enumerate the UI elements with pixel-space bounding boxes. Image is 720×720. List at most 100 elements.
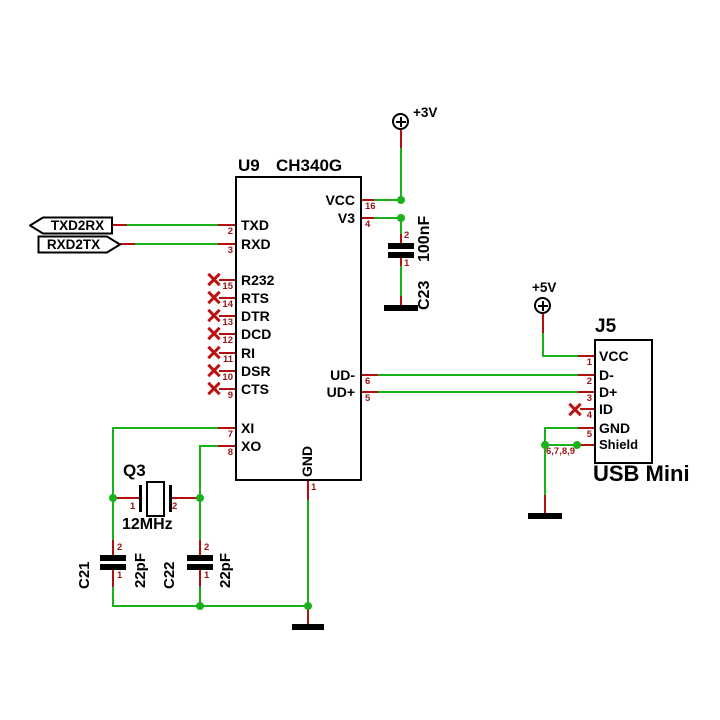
wire bbox=[378, 391, 578, 393]
wire bbox=[374, 199, 401, 201]
pin-number: 2 bbox=[404, 230, 410, 241]
pin-number: 1 bbox=[586, 357, 592, 368]
wire bbox=[307, 499, 309, 606]
usb-j5-refdes: J5 bbox=[595, 316, 617, 337]
cap-refdes: C22 bbox=[161, 561, 178, 589]
junction-dot bbox=[196, 602, 204, 610]
pin-label: XO bbox=[241, 438, 262, 454]
pin-number: 9 bbox=[227, 390, 233, 401]
cap-plate bbox=[388, 252, 414, 258]
no-connect-x-icon bbox=[207, 381, 221, 395]
no-connect-x-icon bbox=[207, 272, 221, 286]
no-connect-x-icon bbox=[207, 308, 221, 322]
pin-stub bbox=[112, 569, 114, 587]
net-flag-rxd2tx: RXD2TX bbox=[37, 235, 122, 254]
pin-label: DTR bbox=[241, 308, 270, 324]
cap-plate bbox=[100, 564, 126, 570]
pin-stub bbox=[362, 374, 378, 376]
pin-number: 12 bbox=[222, 335, 233, 346]
pin-stub bbox=[199, 569, 201, 587]
pin-label: RXD bbox=[241, 236, 271, 252]
pin-stub bbox=[580, 408, 594, 410]
pin-number: 4 bbox=[586, 410, 592, 421]
pin-label: CTS bbox=[241, 381, 269, 397]
net-flag-txd2rx: TXD2RX bbox=[28, 216, 114, 235]
pin-stub bbox=[218, 427, 235, 429]
junction-dot bbox=[573, 441, 581, 449]
pin-stub bbox=[219, 352, 235, 354]
pin-stub bbox=[578, 391, 594, 393]
ic-u9-part: CH340G bbox=[276, 156, 343, 175]
wire bbox=[112, 605, 309, 607]
wire bbox=[199, 498, 201, 541]
pin-stub bbox=[400, 258, 402, 266]
pin-stub bbox=[362, 199, 374, 201]
pin-stub bbox=[199, 540, 201, 556]
crystal-plate bbox=[169, 485, 172, 512]
pin-label: R232 bbox=[241, 272, 275, 288]
pin-stub bbox=[219, 333, 235, 335]
wire bbox=[199, 445, 218, 447]
pin-stub bbox=[219, 297, 235, 299]
pin-stub bbox=[219, 315, 235, 317]
ic-u9-refdes: U9 bbox=[238, 156, 260, 175]
pin-number: 10 bbox=[222, 372, 233, 383]
pin-number: 5 bbox=[365, 393, 371, 404]
pin-number: 2 bbox=[172, 501, 178, 512]
pin-label: RTS bbox=[241, 290, 269, 306]
pin-stub bbox=[542, 314, 544, 333]
usb-j5-type: USB Mini bbox=[593, 461, 690, 486]
net-flag-label: RXD2TX bbox=[46, 237, 101, 252]
pin-stub bbox=[219, 370, 235, 372]
wire bbox=[542, 355, 578, 357]
cap-plate bbox=[100, 555, 126, 561]
wire bbox=[374, 217, 401, 219]
pin-number: 1 bbox=[130, 501, 136, 512]
pin-label: TXD bbox=[241, 217, 269, 233]
pin-number: 3 bbox=[227, 245, 233, 256]
pin-stub bbox=[112, 224, 127, 226]
pin-stub bbox=[112, 540, 114, 556]
no-connect-x-icon bbox=[207, 345, 221, 359]
pin-stub bbox=[578, 427, 594, 429]
pin-stub bbox=[218, 445, 235, 447]
pin-label: ID bbox=[599, 401, 613, 417]
net-flag-label: TXD2RX bbox=[50, 218, 105, 233]
pin-number: 8 bbox=[227, 447, 233, 458]
wire bbox=[544, 444, 546, 496]
pin-number: 2 bbox=[227, 226, 233, 237]
no-connect-x-icon bbox=[207, 326, 221, 340]
wire bbox=[127, 224, 218, 226]
cap-value: 22pF bbox=[132, 552, 149, 588]
pin-label: XI bbox=[241, 420, 255, 436]
pin-label: D+ bbox=[599, 384, 618, 400]
wire bbox=[112, 427, 114, 499]
cap-value: 100nF bbox=[416, 215, 433, 262]
pin-number: 16 bbox=[365, 201, 376, 212]
usb-j5-body bbox=[594, 339, 653, 464]
pin-stub bbox=[172, 497, 200, 499]
pin-stub bbox=[219, 388, 235, 390]
cap-refdes: C23 bbox=[416, 280, 433, 310]
gnd-symbol bbox=[528, 513, 562, 519]
pin-number: 1 bbox=[311, 482, 317, 493]
pin-stub bbox=[218, 243, 235, 245]
pin-stub bbox=[218, 224, 235, 226]
pin-stub bbox=[544, 495, 546, 514]
pin-number: 1 bbox=[117, 570, 123, 581]
pin-label: DCD bbox=[241, 326, 272, 342]
power-rail-label: +3V bbox=[413, 105, 438, 120]
crystal-value: 12MHz bbox=[122, 516, 173, 533]
gnd-symbol bbox=[384, 305, 418, 311]
pin-label: RI bbox=[241, 345, 255, 361]
pin-label: GND bbox=[599, 420, 631, 436]
junction-dot bbox=[397, 214, 405, 222]
pin-number: 3 bbox=[586, 393, 592, 404]
pin-number: 14 bbox=[222, 299, 233, 310]
pin-number: 4 bbox=[365, 219, 371, 230]
pin-label: UD+ bbox=[326, 384, 355, 400]
pin-stub bbox=[307, 481, 309, 500]
power-symbol-5v bbox=[534, 297, 551, 314]
cap-value: 22pF bbox=[217, 552, 234, 588]
